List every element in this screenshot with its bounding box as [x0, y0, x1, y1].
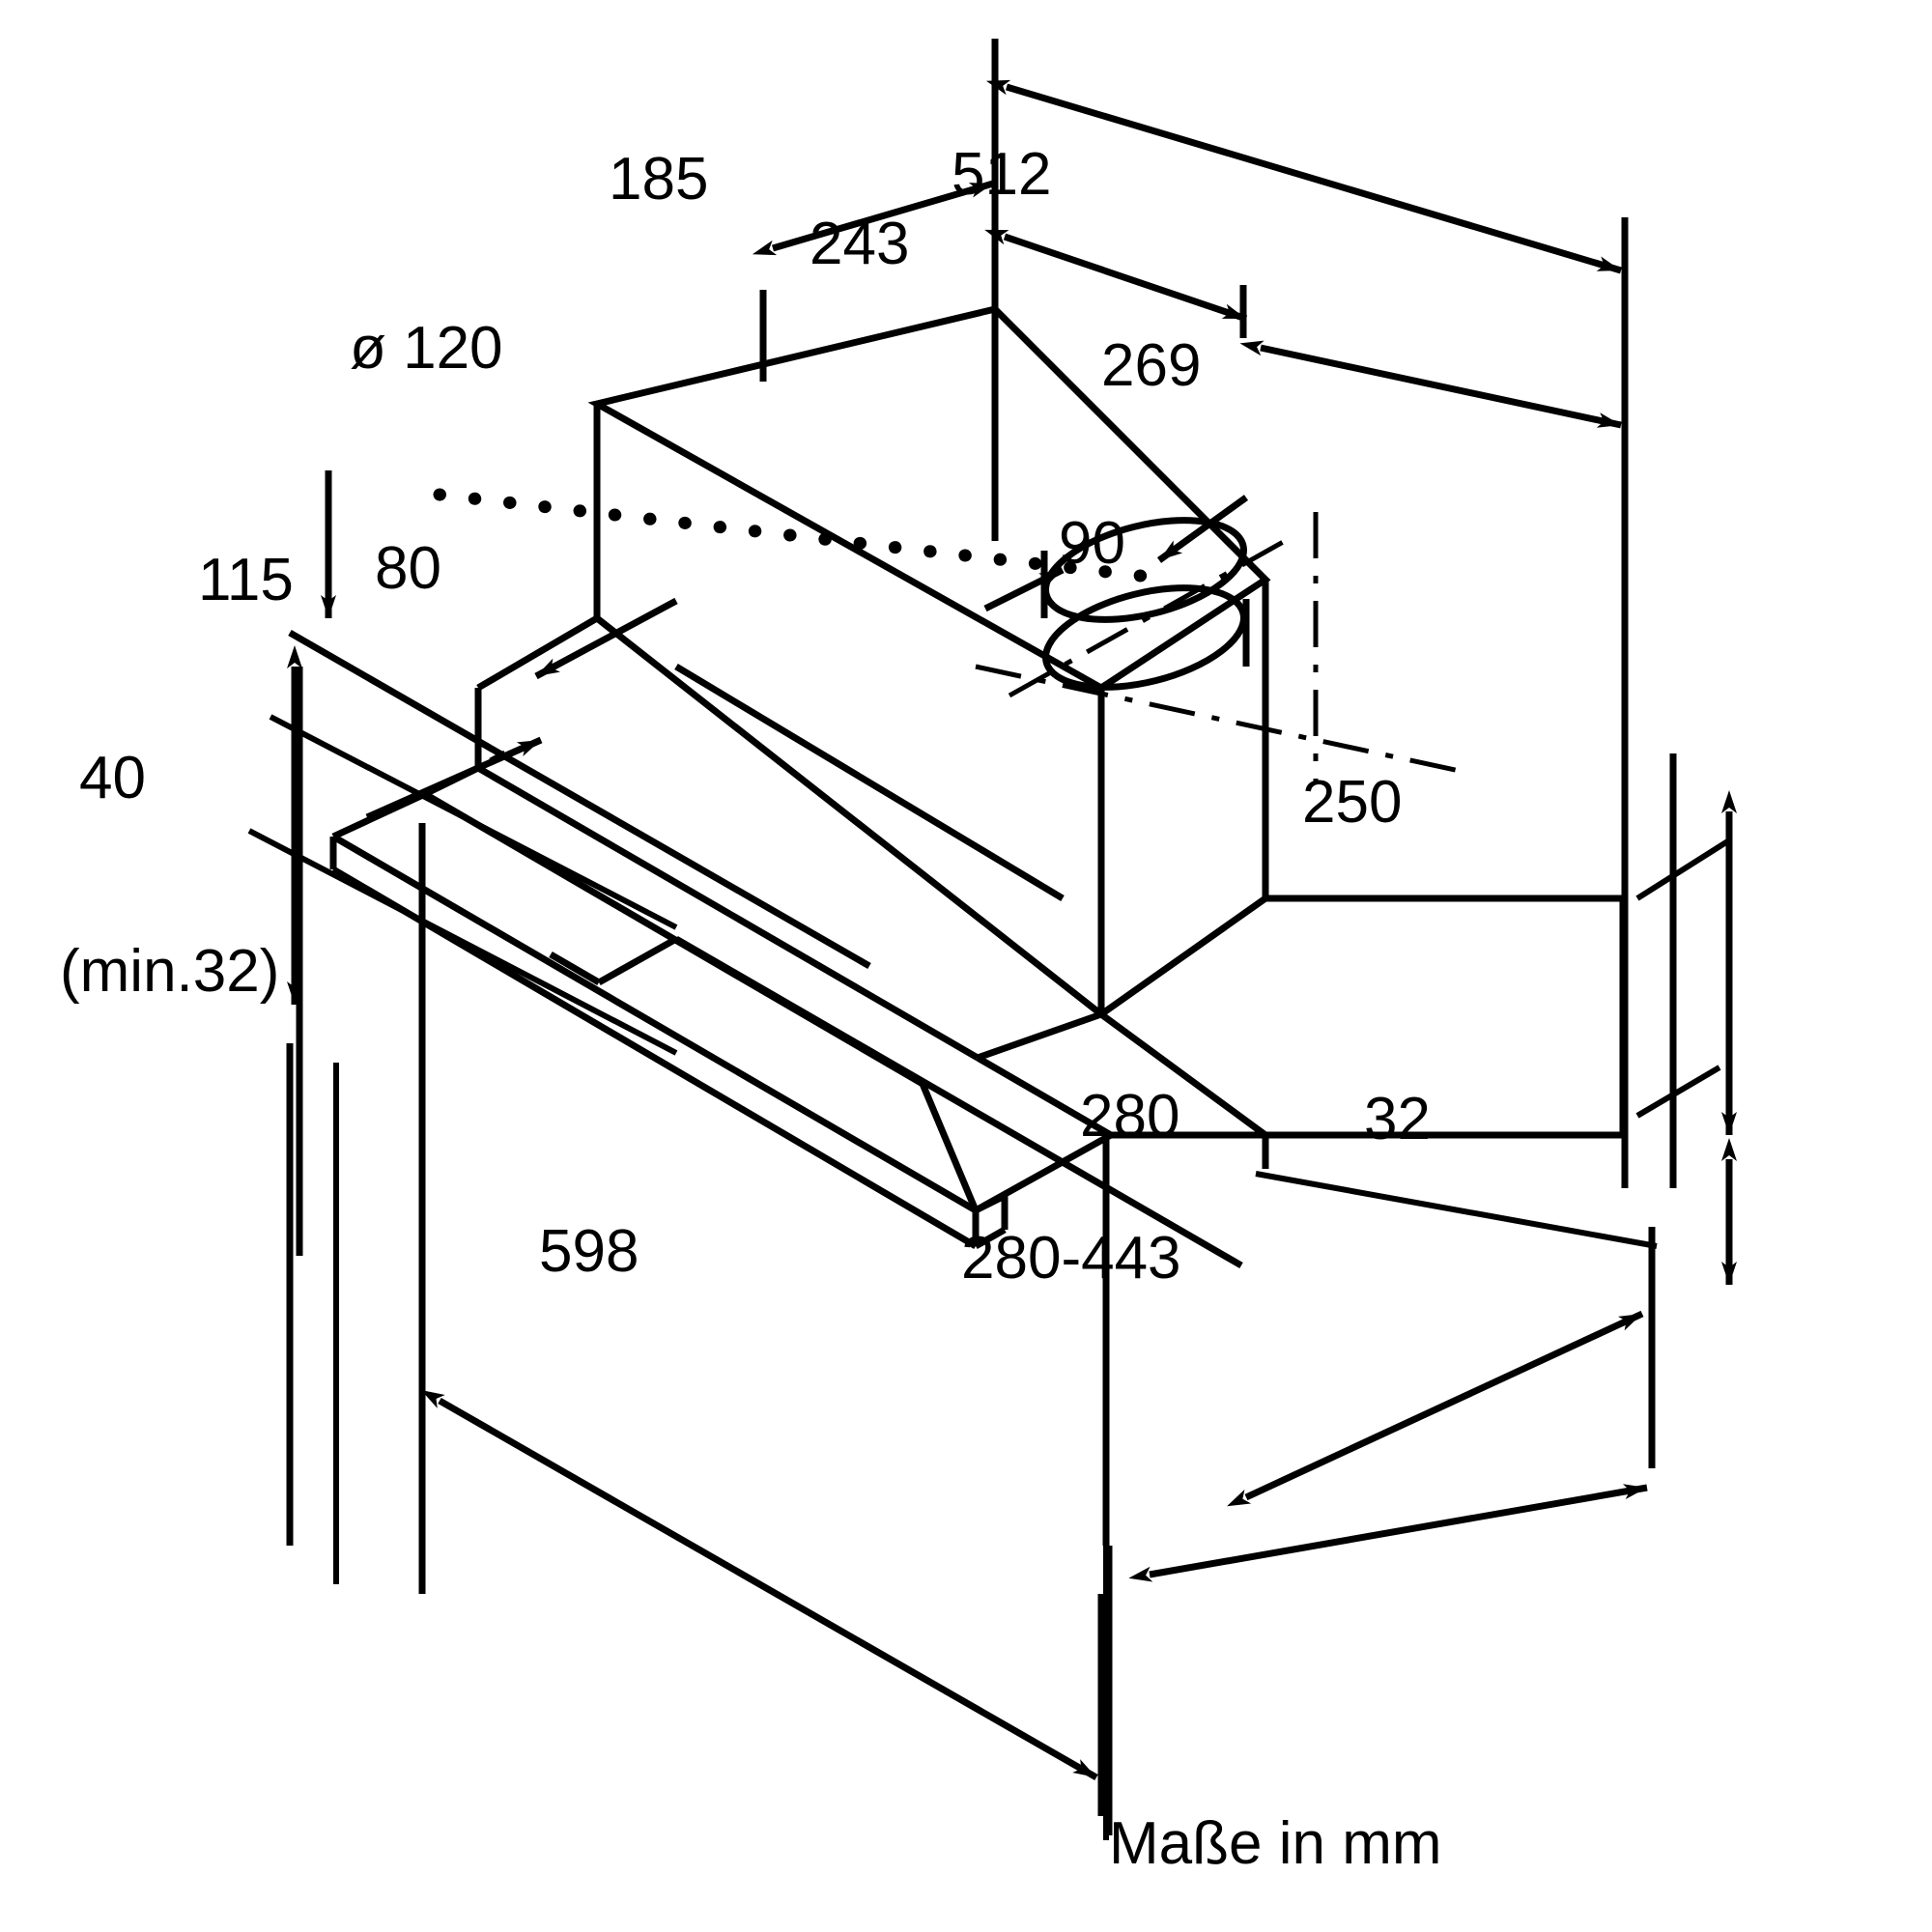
dim-arrow-185-a	[752, 180, 994, 256]
dim-arrow-269	[1239, 340, 1622, 429]
aux-line-40-top	[269, 714, 678, 930]
step-front-bottom	[476, 764, 980, 1062]
handle-recess-diag	[597, 935, 678, 986]
upper-box-right-bottom	[1098, 895, 1268, 1017]
units-caption: Maße in mm	[1109, 1810, 1442, 1877]
duct-centerlines	[975, 512, 1469, 782]
aux-line-40-bottom	[247, 828, 678, 1056]
dimension-label-280-443: 280-443	[961, 1225, 1181, 1292]
dimension-label-115: 115	[198, 547, 294, 613]
dim-arrow-598	[420, 1390, 1098, 1781]
dim-arrow-512	[985, 79, 1623, 274]
dimension-label-80: 80	[375, 535, 441, 602]
dimension-label-269: 269	[1101, 332, 1202, 399]
duct-collar	[1040, 517, 1250, 691]
carriage-right-edge	[919, 1082, 980, 1212]
filter-edge-left	[976, 1054, 1113, 1139]
dimension-label-32: 32	[1364, 1086, 1431, 1152]
bottom-slab-left-slant	[974, 1131, 1113, 1214]
auxiliary-lines	[247, 714, 1731, 1840]
base-band-diag	[1098, 1011, 1268, 1138]
dimension-label-185: 185	[609, 146, 709, 213]
dim-arrow-280	[1227, 1310, 1644, 1507]
dimension-label-250: 250	[1302, 769, 1403, 836]
dimension-label-90: 90	[1059, 510, 1125, 577]
dimension-label-40: 40	[79, 745, 146, 811]
dim-arrow-115-slant	[365, 736, 543, 821]
aux-250-bottom	[1635, 1065, 1721, 1119]
handle-recess-left	[549, 951, 601, 986]
aux-250-top	[1635, 838, 1731, 901]
dim-line-115-slant	[288, 629, 871, 970]
handle-front-top-edge	[331, 833, 978, 1214]
dimension-label-min-32: (min.32)	[60, 938, 280, 1005]
duct-centerline-horizontal	[975, 664, 1469, 776]
dim-arrow-243	[984, 229, 1248, 323]
duct-centerline-diagonal	[1008, 538, 1287, 698]
step-bottom-right	[976, 1010, 1103, 1062]
dim-arrow-90-b	[983, 566, 1065, 612]
aux-280-443-line	[1255, 1171, 1658, 1249]
dimension-label-512: 512	[952, 141, 1052, 208]
dimension-label-243: 243	[810, 211, 910, 277]
handle-recess-long	[674, 935, 1243, 1269]
upper-box-front-bottom	[594, 615, 1104, 1017]
handle-right-slant-bottom	[974, 1226, 1007, 1250]
dimension-label-diameter-120: ø 120	[350, 315, 503, 382]
step-top-left-edge	[476, 614, 599, 692]
dim-arrow-280-443	[1128, 1484, 1648, 1582]
dim-arrow-80-left	[534, 597, 678, 680]
dimension-label-280: 280	[1080, 1083, 1180, 1150]
dim-arrow-90-a	[1156, 495, 1249, 563]
dimension-label-598: 598	[539, 1218, 639, 1285]
dim-line-80-slant	[674, 663, 1065, 902]
